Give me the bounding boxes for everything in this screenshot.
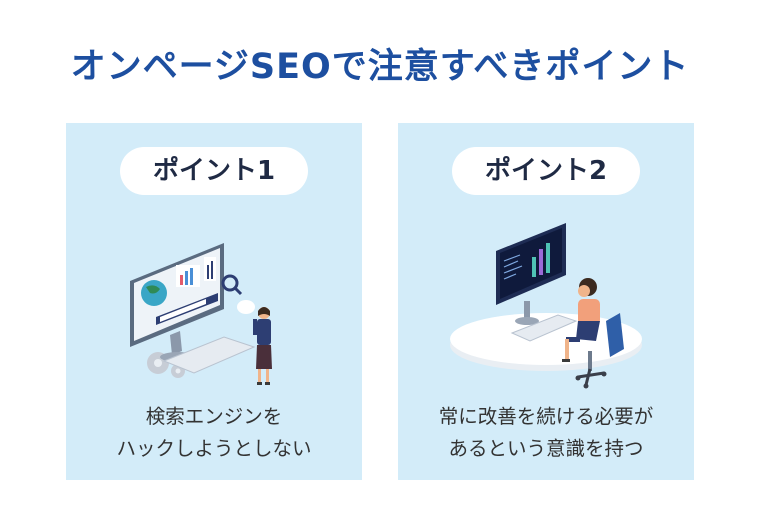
point-card-1: ポイント1 [66,123,362,480]
search-engine-person-icon [130,243,272,385]
person-at-computer-icon [450,223,642,389]
point-caption-1: 検索エンジンを ハックしようとしない [66,401,362,465]
point-card-2: ポイント2 [398,123,694,480]
caption-line: 常に改善を続ける必要が [438,405,654,428]
page-title: オンページSEOで注意すべきポイント [70,47,690,87]
point-label-1: ポイント1 [120,147,308,195]
caption-line: あるという意識を持つ [448,437,644,460]
point-caption-2: 常に改善を続ける必要が あるという意識を持つ [398,401,694,465]
point-label-2: ポイント2 [452,147,640,195]
caption-line: ハックしようとしない [116,437,312,460]
caption-line: 検索エンジンを [145,405,283,428]
